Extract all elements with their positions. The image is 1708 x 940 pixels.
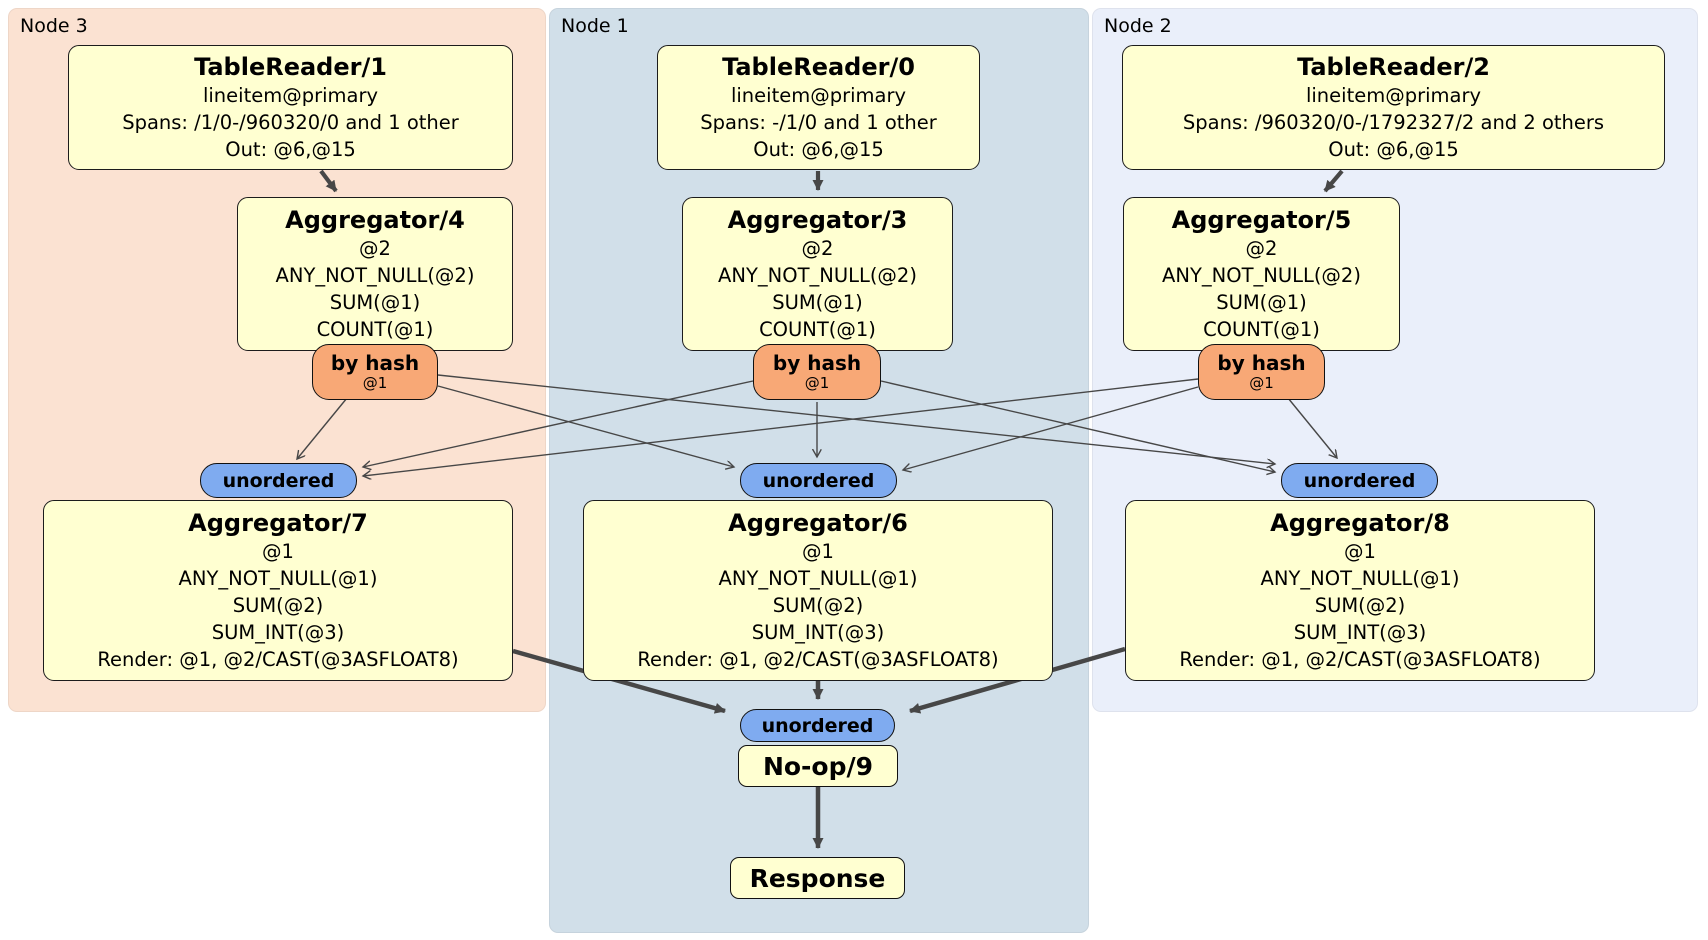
- processor-detail: lineitem@primary: [1305, 84, 1482, 107]
- edge-router3-to-sync2: [437, 374, 1275, 464]
- processor-detail: SUM(@1): [772, 291, 863, 314]
- processor-title: No-op/9: [762, 751, 874, 781]
- router-label: by hash: [330, 351, 420, 375]
- processor-detail: SUM_INT(@3): [751, 621, 885, 644]
- processor-detail: @1: [262, 540, 294, 563]
- processor-title: Aggregator/8: [1270, 509, 1450, 537]
- processor-detail: COUNT(@1): [1203, 318, 1320, 341]
- edge-tablereader2-to-aggregator5: [1323, 169, 1344, 193]
- processor-title: TableReader/2: [1297, 53, 1490, 81]
- response-box: Response: [730, 857, 905, 899]
- edge-tablereader1-to-aggregator4: [319, 169, 338, 193]
- aggregator-4-box: Aggregator/4 @2 ANY_NOT_NULL(@2) SUM(@1)…: [237, 197, 513, 351]
- table-reader-0-box: TableReader/0 lineitem@primary Spans: -/…: [657, 45, 980, 170]
- processor-detail: @1: [1344, 540, 1376, 563]
- aggregator-5-box: Aggregator/5 @2 ANY_NOT_NULL(@2) SUM(@1)…: [1123, 197, 1400, 351]
- processor-detail: SUM_INT(@3): [211, 621, 345, 644]
- router-key: @1: [362, 374, 388, 392]
- router-label: by hash: [772, 351, 862, 375]
- edge-router2-to-sync3: [363, 378, 1199, 476]
- processor-detail: SUM(@2): [232, 594, 324, 617]
- aggregator-6-box: Aggregator/6 @1 ANY_NOT_NULL(@1) SUM(@2)…: [583, 500, 1053, 681]
- unordered-sync-final: unordered: [740, 709, 895, 742]
- processor-detail: Out: @6,@15: [1328, 138, 1459, 161]
- hash-router-node1: by hash @1: [753, 344, 881, 400]
- edge-router1-to-sync2: [880, 380, 1275, 472]
- processor-title: TableReader/0: [722, 53, 915, 81]
- processor-detail: Render: @1, @2/CAST(@3ASFLOAT8): [97, 648, 459, 671]
- processor-title: Aggregator/6: [728, 509, 908, 537]
- processor-detail: Spans: -/1/0 and 1 other: [700, 111, 937, 134]
- processor-detail: Render: @1, @2/CAST(@3ASFLOAT8): [637, 648, 999, 671]
- processor-detail: Render: @1, @2/CAST(@3ASFLOAT8): [1179, 648, 1541, 671]
- processor-detail: ANY_NOT_NULL(@1): [178, 567, 378, 590]
- router-label: by hash: [1217, 351, 1306, 375]
- processor-detail: COUNT(@1): [316, 318, 434, 341]
- sync-label: unordered: [222, 469, 335, 492]
- processor-title: Aggregator/4: [285, 206, 465, 234]
- edge-router3-to-sync1: [437, 385, 734, 467]
- processor-detail: SUM(@1): [1216, 291, 1307, 314]
- processor-title: TableReader/1: [194, 53, 387, 81]
- processor-detail: Out: @6,@15: [225, 138, 356, 161]
- processor-detail: ANY_NOT_NULL(@2): [718, 264, 917, 287]
- processor-detail: Spans: /1/0-/960320/0 and 1 other: [122, 111, 459, 134]
- processor-title: Aggregator/7: [188, 509, 368, 537]
- unordered-sync-node1: unordered: [740, 463, 897, 498]
- router-key: @1: [1249, 374, 1274, 392]
- router-key: @1: [804, 374, 830, 392]
- processor-detail: @2: [1245, 237, 1278, 260]
- processor-detail: lineitem@primary: [730, 84, 907, 107]
- processor-detail: SUM_INT(@3): [1293, 621, 1427, 644]
- aggregator-3-box: Aggregator/3 @2 ANY_NOT_NULL(@2) SUM(@1)…: [682, 197, 953, 351]
- edge-router2-to-sync1: [903, 386, 1199, 470]
- processor-detail: @2: [359, 237, 391, 260]
- processor-detail: ANY_NOT_NULL(@2): [275, 264, 475, 287]
- sync-label: unordered: [762, 469, 875, 492]
- table-reader-1-box: TableReader/1 lineitem@primary Spans: /1…: [68, 45, 513, 170]
- processor-detail: lineitem@primary: [202, 84, 379, 107]
- edge-aggregator7-to-final-sync: [512, 648, 726, 714]
- processor-detail: Out: @6,@15: [753, 138, 884, 161]
- aggregator-8-box: Aggregator/8 @1 ANY_NOT_NULL(@1) SUM(@2)…: [1125, 500, 1595, 681]
- aggregator-7-box: Aggregator/7 @1 ANY_NOT_NULL(@1) SUM(@2)…: [43, 500, 513, 681]
- processor-title: Aggregator/5: [1171, 206, 1352, 234]
- processor-detail: SUM(@2): [772, 594, 864, 617]
- node-label: Node 1: [561, 15, 629, 37]
- edge-router1-to-sync3: [363, 380, 754, 467]
- unordered-sync-node3: unordered: [200, 463, 357, 498]
- processor-detail: ANY_NOT_NULL(@2): [1162, 264, 1361, 287]
- processor-detail: ANY_NOT_NULL(@1): [718, 567, 918, 590]
- node-label: Node 3: [20, 15, 88, 37]
- processor-detail: COUNT(@1): [759, 318, 876, 341]
- hash-router-node2: by hash @1: [1198, 344, 1325, 400]
- processor-detail: ANY_NOT_NULL(@1): [1260, 567, 1460, 590]
- processor-detail: Spans: /960320/0-/1792327/2 and 2 others: [1182, 111, 1605, 134]
- processor-detail: SUM(@1): [329, 291, 421, 314]
- processor-title: Response: [749, 863, 886, 893]
- processor-detail: @2: [801, 237, 834, 260]
- processor-title: Aggregator/3: [727, 206, 908, 234]
- noop-9-box: No-op/9: [738, 745, 898, 787]
- sync-label: unordered: [761, 714, 874, 737]
- node-label: Node 2: [1104, 15, 1172, 37]
- sync-label: unordered: [1303, 469, 1416, 492]
- edge-router2-to-sync2: [1287, 397, 1337, 458]
- unordered-sync-node2: unordered: [1281, 463, 1438, 498]
- processor-detail: SUM(@2): [1314, 594, 1406, 617]
- processor-detail: @1: [802, 540, 834, 563]
- hash-router-node3: by hash @1: [312, 344, 438, 400]
- edge-router3-to-sync3: [297, 397, 348, 459]
- table-reader-2-box: TableReader/2 lineitem@primary Spans: /9…: [1122, 45, 1665, 170]
